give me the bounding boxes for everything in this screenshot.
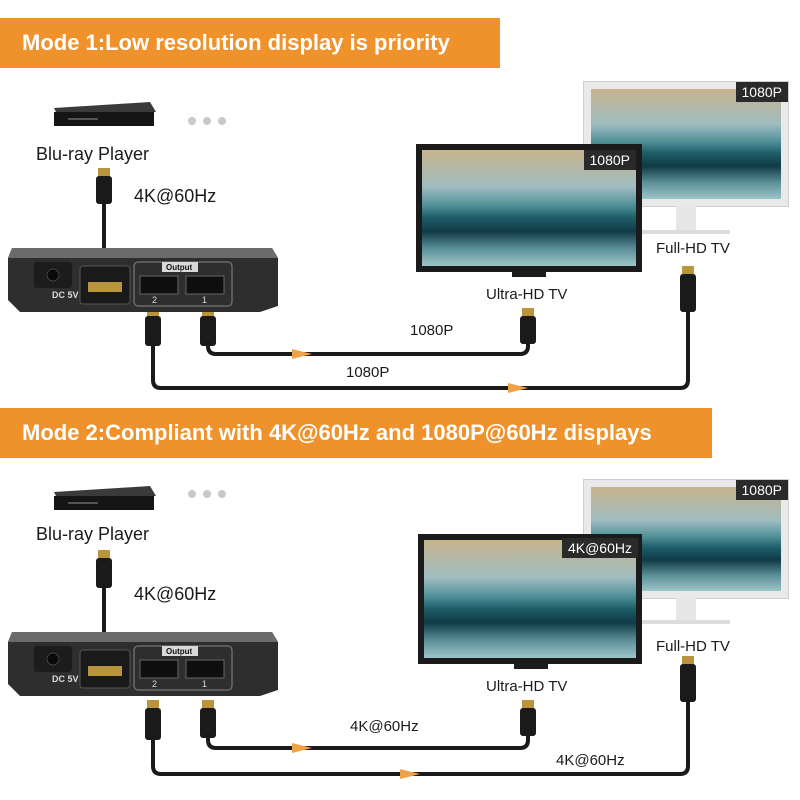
mode2-source-label: Blu-ray Player (36, 524, 150, 544)
blu-ray-player-icon (54, 102, 156, 126)
mode2-monitor-label: Full-HD TV (656, 638, 730, 655)
mode2-output1-signal: 4K@60Hz (350, 718, 419, 735)
mode1-monitor-label: Full-HD TV (656, 240, 730, 257)
tv-icon (514, 664, 548, 669)
mode2-output2-signal: 4K@60Hz (556, 752, 625, 769)
mode1-monitor-resolution: 1080P (735, 82, 788, 102)
tv-icon (512, 272, 546, 277)
blu-ray-player-icon (54, 486, 156, 510)
mode2-output-label: Output (166, 647, 193, 656)
arrow-right-icon (292, 743, 420, 779)
mode1-input-signal: 4K@60Hz (134, 186, 217, 206)
mode2-tv: 4K@60Hz (418, 534, 642, 674)
splitter-icon (8, 632, 278, 696)
mode1-port2-label: 2 (152, 295, 158, 305)
monitor-stand (642, 620, 730, 624)
mode2-monitor: 1080P (584, 480, 788, 630)
mode2-monitor-resolution: 1080P (735, 480, 788, 500)
mode1-banner: Mode 1:Low resolution display is priorit… (0, 18, 500, 68)
mode1-power-label: DC 5V (52, 290, 79, 300)
hdmi-plug-icon (96, 168, 696, 346)
mode2-panel: Mode 2:Compliant with 4K@60Hz and 1080P@… (0, 400, 800, 800)
mode2-port1-label: 1 (202, 679, 208, 689)
splitter-icon (8, 248, 278, 312)
mode1-tv-label: Ultra-HD TV (486, 286, 568, 303)
mode2-diagram (8, 486, 696, 779)
mode2-power-label: DC 5V (52, 674, 79, 684)
mode1-diagram (8, 102, 696, 393)
mode1-output2-signal: 1080P (346, 364, 390, 381)
arrow-right-icon (292, 349, 528, 393)
monitor-stand (642, 230, 730, 234)
mode1-tv: 1080P (416, 144, 642, 282)
monitor-icon (676, 206, 696, 232)
mode1-output1-signal: 1080P (410, 322, 454, 339)
mode1-port1-label: 1 (202, 295, 208, 305)
mode1-panel: Mode 1:Low resolution display is priorit… (0, 18, 788, 393)
ellipsis-icon (188, 490, 226, 498)
mode1-tv-resolution: 1080P (583, 150, 636, 170)
ellipsis-icon (188, 117, 226, 125)
mode2-tv-resolution: 4K@60Hz (561, 538, 638, 558)
mode1-output-label: Output (166, 263, 193, 272)
mode2-port2-label: 2 (152, 679, 158, 689)
mode2-input-signal: 4K@60Hz (134, 584, 217, 604)
hdmi-plug-icon (96, 550, 696, 740)
mode2-tv-label: Ultra-HD TV (486, 678, 568, 695)
monitor-icon (676, 598, 696, 622)
mode2-banner: Mode 2:Compliant with 4K@60Hz and 1080P@… (0, 408, 712, 458)
mode1-source-label: Blu-ray Player (36, 144, 150, 164)
